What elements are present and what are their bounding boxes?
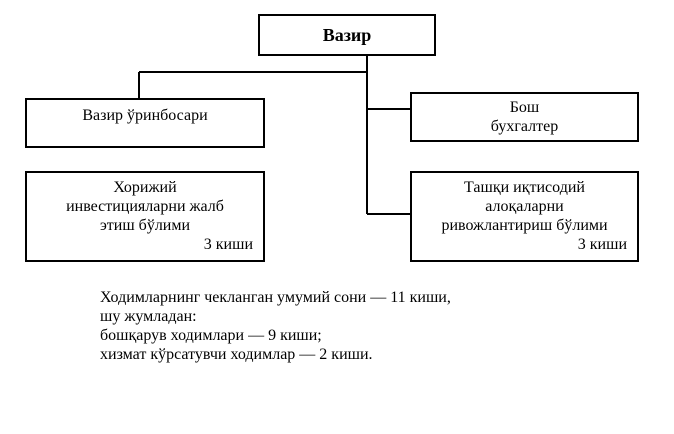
external-economic-department-box: Ташқи иқтисодий алоқаларни ривожлантириш…: [410, 171, 639, 262]
foreign-investment-department-box: Хорижий инвестицияларни жалб этиш бўлими…: [25, 171, 265, 262]
summary-management-staff: бошқарув ходимлари — 9 киши;: [100, 327, 322, 344]
summary-total-staff: Ходимларнинг чекланган умумий сони — 11 …: [100, 289, 451, 306]
foreign-investment-label-line1: Хорижий: [113, 179, 177, 196]
foreign-investment-label-line2: инвестицияларни жалб: [66, 198, 224, 215]
external-economic-staff-count: 3 киши: [577, 236, 627, 253]
foreign-investment-label-line3: этиш бўлими: [99, 217, 191, 234]
foreign-investment-staff-count: 3 киши: [203, 236, 253, 253]
external-economic-label-line1: Ташқи иқтисодий: [464, 179, 585, 196]
staff-summary: Ходимларнинг чекланган умумий сони — 11 …: [100, 288, 451, 364]
minister-box: Вазир: [258, 14, 436, 56]
chief-accountant-label-line2: бухгалтер: [490, 118, 559, 135]
chief-accountant-box: Бош бухгалтер: [410, 92, 639, 142]
deputy-minister-box: Вазир ўринбосари: [25, 98, 265, 148]
external-economic-label-line2: алоқаларни: [485, 198, 564, 215]
chief-accountant-label-line1: Бош: [509, 99, 540, 116]
summary-including: шу жумладан:: [100, 308, 197, 325]
summary-service-staff: хизмат кўрсатувчи ходимлар — 2 киши.: [100, 346, 373, 363]
deputy-minister-label: Вазир ўринбосари: [82, 107, 208, 124]
minister-label: Вазир: [322, 24, 372, 45]
external-economic-label-line3: ривожлантириш бўлими: [441, 217, 608, 234]
